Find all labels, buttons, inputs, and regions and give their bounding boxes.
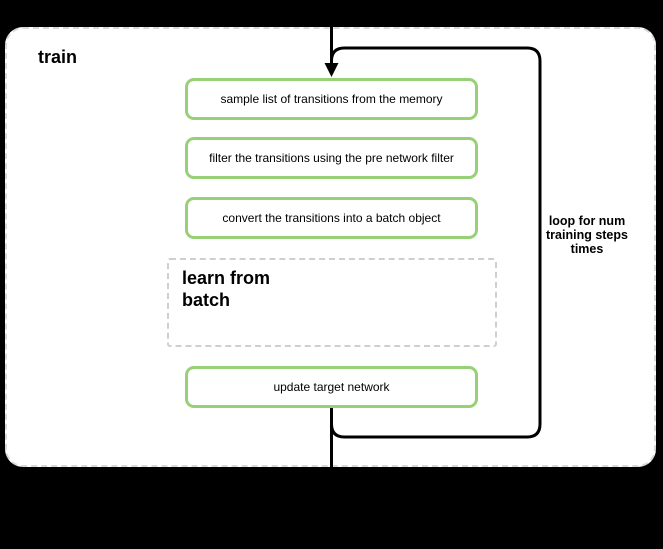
learn-from-batch-box: learn from batch: [167, 258, 497, 347]
train-label: train: [38, 47, 78, 67]
step-sample-transitions: sample list of transitions from the memo…: [185, 78, 478, 120]
step-label: update target network: [273, 380, 390, 394]
step-convert-to-batch: convert the transitions into a batch obj…: [185, 197, 478, 239]
loop-annotation-line: times: [570, 242, 604, 256]
loop-annotation-line: training steps: [546, 228, 628, 242]
step-label: convert the transitions into a batch obj…: [222, 211, 441, 225]
step-update-target-network: update target network: [185, 366, 478, 408]
learn-from-batch-label: learn from batch: [182, 268, 271, 310]
loop-annotation-line: loop for num: [548, 214, 626, 228]
step-filter-transitions: filter the transitions using the pre net…: [185, 137, 478, 179]
step-label: filter the transitions using the pre net…: [209, 151, 454, 165]
step-label: sample list of transitions from the memo…: [220, 92, 443, 106]
loop-annotation: loop for num training steps times: [537, 214, 637, 256]
